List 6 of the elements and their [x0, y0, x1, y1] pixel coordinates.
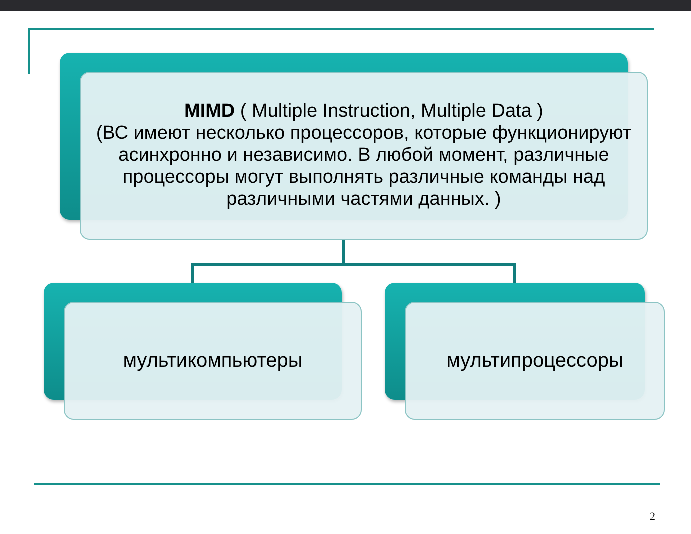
body-text: мультикомпьютеры: [123, 349, 303, 374]
heading-text: MIMD ( Multiple Instruction, Multiple Data ): [184, 101, 544, 123]
body-text: мультипроцессоры: [446, 349, 624, 374]
body-text: (ВС имеют несколько процессоров, которые функционируют асинхронно и независимо. В любой момент, различные процессоры могут выполнять различные команды над различными частями данных. ): [95, 123, 633, 211]
connector-line: [342, 240, 516, 283]
page-number: 2: [650, 510, 656, 525]
